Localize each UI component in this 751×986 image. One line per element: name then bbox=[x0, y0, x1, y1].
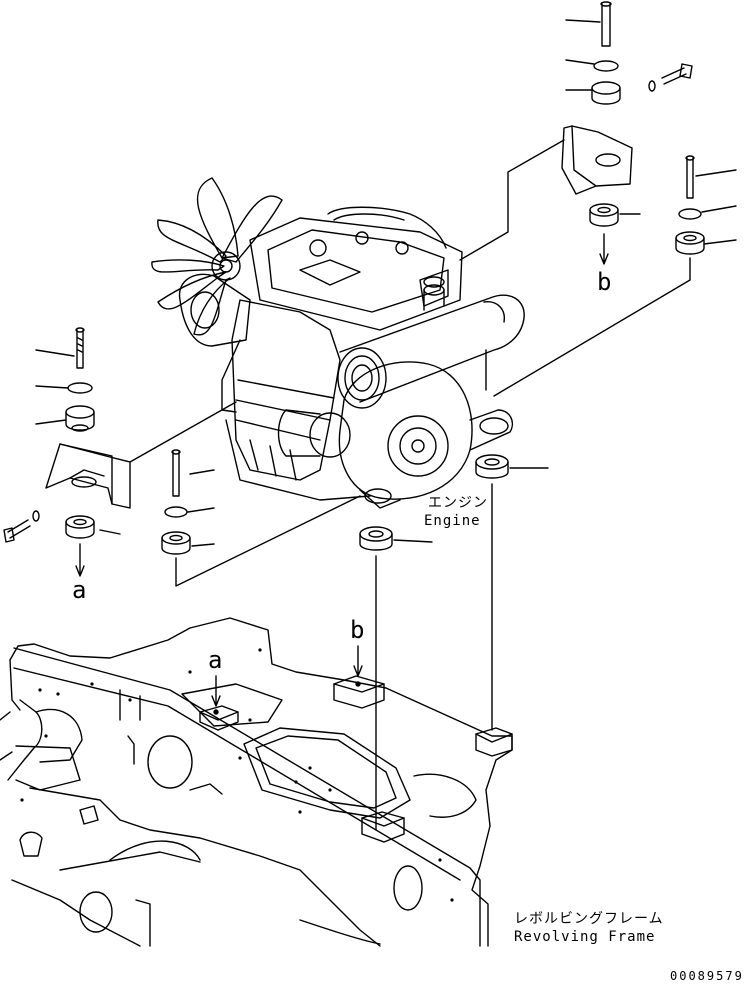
cooling-fan bbox=[151, 177, 283, 336]
cushion-left-lower bbox=[65, 515, 95, 539]
frame-holes bbox=[20, 648, 454, 902]
washer-right-top bbox=[593, 60, 619, 72]
bolt-far-right bbox=[685, 155, 695, 199]
cushion-bottom-right bbox=[475, 454, 549, 731]
ref-b-top: b bbox=[597, 268, 612, 296]
revolving-frame bbox=[0, 617, 513, 947]
bolt-left-side bbox=[3, 510, 40, 543]
cushion-center bbox=[161, 531, 191, 555]
arrow-a-top bbox=[75, 543, 85, 577]
ref-a-top: a bbox=[72, 576, 87, 604]
engine-assembly bbox=[151, 177, 525, 509]
cylinder-head bbox=[249, 206, 463, 331]
engine-caption-en: Engine bbox=[424, 513, 481, 529]
mount-right bbox=[459, 1, 693, 265]
mount-left bbox=[3, 327, 237, 577]
cushion-right-top bbox=[591, 81, 621, 105]
arrow-b-frame bbox=[353, 645, 363, 677]
bolt-right-top bbox=[600, 1, 612, 47]
oil-filler bbox=[423, 276, 445, 288]
mount-far-right bbox=[493, 155, 737, 397]
frame-caption-jp: レボルビングフレーム bbox=[514, 911, 664, 927]
bracket-right bbox=[561, 125, 633, 195]
bolt-right-side bbox=[648, 63, 693, 92]
engine-block bbox=[178, 273, 371, 501]
mount-front-center bbox=[161, 449, 361, 587]
drawing-code: 00089579 bbox=[670, 969, 744, 983]
bolt-left bbox=[75, 327, 85, 369]
cushion-far-right bbox=[675, 231, 705, 255]
muffler bbox=[337, 294, 525, 409]
cushion-left-upper bbox=[65, 405, 95, 432]
arrow-a-frame bbox=[211, 675, 221, 707]
frame-pad-a bbox=[199, 705, 239, 731]
frame-pad-b bbox=[333, 675, 385, 709]
frame-pad-right bbox=[475, 727, 513, 757]
cushion-bottom-center bbox=[359, 526, 433, 831]
washer-far-right bbox=[678, 208, 702, 220]
ref-b-frame: b bbox=[350, 616, 365, 644]
engine-caption-jp: エンジン bbox=[428, 495, 488, 511]
bolt-center bbox=[171, 449, 181, 497]
frame-caption-en: Revolving Frame bbox=[514, 929, 656, 945]
ref-a-frame: a bbox=[208, 646, 223, 674]
cushion-right-lower bbox=[589, 203, 619, 227]
washer-center bbox=[164, 506, 188, 518]
arrow-b-top bbox=[599, 233, 609, 265]
bracket-left bbox=[45, 443, 131, 509]
flywheel-housing bbox=[338, 361, 514, 509]
frame-pad-center bbox=[361, 811, 405, 843]
washer-left bbox=[67, 382, 93, 394]
